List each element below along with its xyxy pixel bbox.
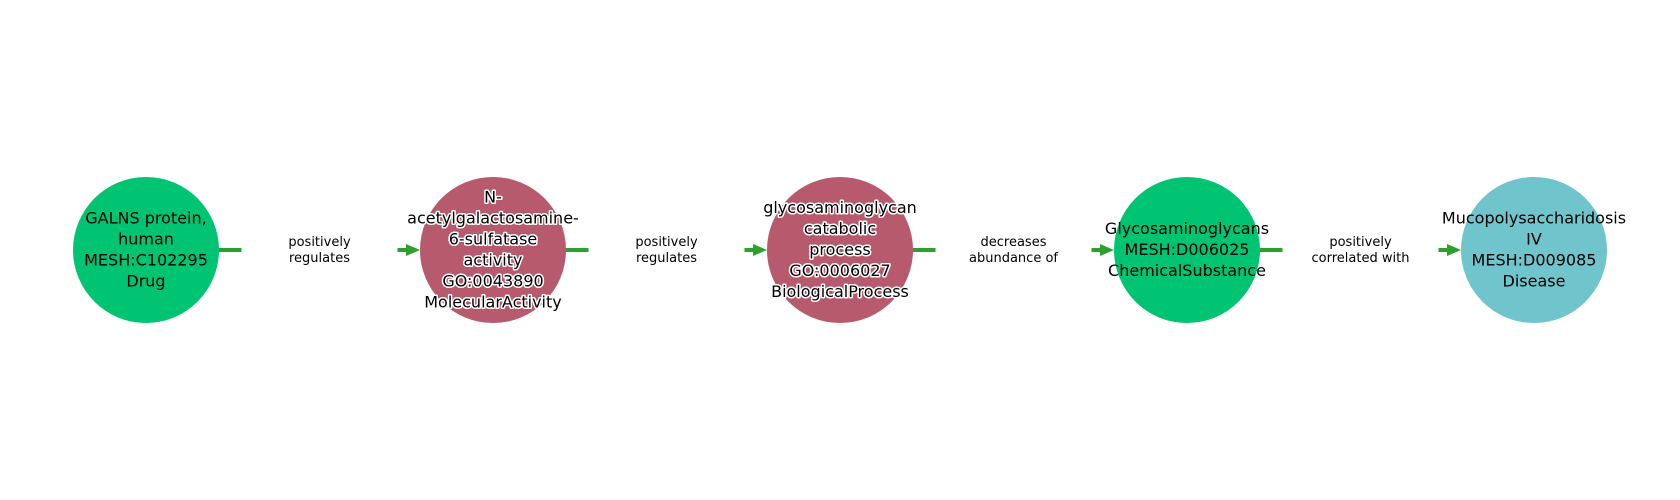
node-go[interactable]: N-acetylgalactosamine- 6-sulfatase activit… bbox=[406, 177, 580, 323]
node-label-line: MESH:D006025 bbox=[1125, 240, 1250, 259]
node-circle[interactable] bbox=[1461, 177, 1607, 323]
arrowhead-icon bbox=[1100, 244, 1114, 256]
node-circle[interactable] bbox=[1114, 177, 1260, 323]
node-label-line: human bbox=[118, 229, 174, 248]
node-label-line: 6-sulfatase bbox=[449, 229, 538, 248]
node-label-line: BiologicalProcess bbox=[771, 282, 909, 301]
node-label-line: catabolic bbox=[804, 219, 876, 238]
edge-label-line: positively bbox=[1329, 235, 1392, 250]
node-label-line: Disease bbox=[1503, 271, 1566, 290]
edge-label-line: regulates bbox=[636, 251, 697, 266]
node-label-line: Drug bbox=[126, 271, 165, 290]
node-label-line: IV bbox=[1526, 229, 1542, 248]
arrowhead-icon bbox=[753, 244, 767, 256]
node-label-line: MESH:C102295 bbox=[84, 250, 208, 269]
edge-label-line: correlated with bbox=[1312, 251, 1410, 266]
node-label-line: GO:0043890 bbox=[442, 271, 543, 290]
node-label-line: N- bbox=[484, 187, 502, 206]
node-label-line: MolecularActivity bbox=[424, 292, 561, 311]
node-label-line: GO:0006027 bbox=[789, 261, 890, 280]
node-label-line: Mucopolysaccharidosis bbox=[1442, 208, 1626, 227]
arrowhead-icon bbox=[406, 244, 420, 256]
edge-label-line: regulates bbox=[289, 251, 350, 266]
node-circle[interactable] bbox=[420, 177, 566, 323]
node-label-line: GALNS protein, bbox=[85, 208, 206, 227]
arrowhead-icon bbox=[1447, 244, 1461, 256]
node-label-line: Glycosaminoglycans bbox=[1105, 219, 1269, 238]
edge-label-line: abundance of bbox=[969, 251, 1058, 266]
edge-label-line: decreases bbox=[981, 235, 1047, 250]
node-circle[interactable] bbox=[73, 177, 219, 323]
node-label-line: acetylgalactosamine- bbox=[407, 208, 579, 227]
node-label: N-acetylgalactosamine- 6-sulfatase activit… bbox=[407, 187, 579, 311]
node-label-line: process bbox=[809, 240, 870, 259]
node-label-line: glycosaminoglycan bbox=[763, 198, 917, 217]
edge-label-line: positively bbox=[635, 235, 698, 250]
node-label-line: ChemicalSubstance bbox=[1108, 261, 1266, 280]
node-label-line: MESH:D009085 bbox=[1472, 250, 1597, 269]
node-circle[interactable] bbox=[767, 177, 913, 323]
node-label-line: activity bbox=[464, 250, 523, 269]
edge-label-line: positively bbox=[288, 235, 351, 250]
